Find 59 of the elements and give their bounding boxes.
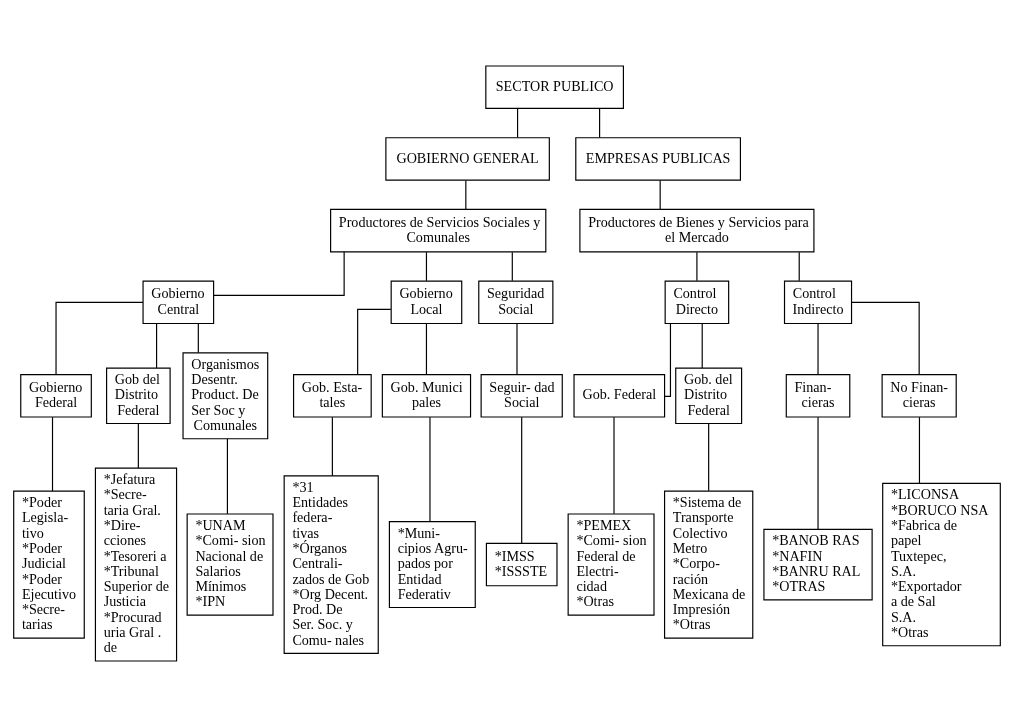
node-box: Gobierno Local bbox=[390, 280, 462, 324]
node-box: *BANOB RAS *NAFIN *BANRU RAL *OTRAS bbox=[762, 528, 873, 600]
node-box: Seguridad Social bbox=[477, 280, 553, 324]
node-box: *Sistema de Transporte Colectivo Metro *Corpo- ración Mexicana de Impresión *Otras bbox=[663, 490, 753, 639]
node-box: Gobierno Central bbox=[141, 280, 214, 324]
node-box: GOBIERNO GENERAL bbox=[384, 136, 550, 181]
connector bbox=[155, 322, 157, 369]
node-box: Productores de Servicios Sociales y Comunales bbox=[329, 208, 546, 252]
node-box: *LICONSA *BORUCO NSA *Fabrica de papel Tuxtepec, S.A. *Exportador a de Sal S.A. *Otras bbox=[881, 482, 1001, 646]
connector bbox=[798, 251, 800, 281]
connector bbox=[197, 322, 199, 353]
connector bbox=[54, 301, 144, 375]
node-box: Gob. Munici pales bbox=[381, 373, 471, 418]
connector bbox=[520, 416, 522, 544]
node-box: No Finan- cieras bbox=[881, 373, 957, 418]
connector bbox=[515, 322, 518, 375]
node-box: Gobierno Federal bbox=[19, 373, 92, 418]
node-box: Gob. del Distrito Federal bbox=[674, 367, 742, 424]
connector bbox=[51, 416, 53, 492]
connector bbox=[464, 179, 466, 210]
connector bbox=[137, 422, 139, 469]
connector bbox=[701, 322, 703, 369]
node-box: SECTOR PUBLICO bbox=[484, 64, 624, 109]
connector bbox=[212, 250, 345, 296]
node-box: Productores de Bienes y Servicios para el Mercado bbox=[578, 208, 814, 252]
connector bbox=[428, 416, 431, 522]
node-box: EMPRESAS PUBLICAS bbox=[574, 136, 741, 181]
connector bbox=[331, 416, 333, 476]
node-box: *Muni- cipios Agru- pados por Entidad Federativ bbox=[388, 520, 476, 608]
connector bbox=[356, 308, 391, 375]
connector bbox=[695, 251, 697, 281]
connector bbox=[598, 107, 600, 138]
node-box: Finan- cieras bbox=[785, 373, 850, 418]
node-box: Control Indirecto bbox=[783, 280, 852, 324]
connector bbox=[816, 416, 819, 530]
connector bbox=[659, 179, 661, 210]
connector bbox=[425, 251, 427, 281]
node-box: *IMSS *ISSSTE bbox=[485, 542, 558, 586]
node-box: Seguir- dad Social bbox=[480, 373, 563, 418]
node-box: *31 Entidades federa- tivas *Órganos Centrali- zados de Gob *Org Decent. Prod. De Ser. Soc. y Comu- nales bbox=[283, 474, 379, 654]
connector bbox=[707, 422, 709, 491]
connector bbox=[511, 251, 513, 281]
node-box: Gob del Distrito Federal bbox=[105, 367, 171, 424]
node-box: *Poder Legisla- tivo *Poder Judicial *Poder Ejecutivo *Secre- tarias bbox=[12, 490, 85, 639]
node-box: Control Directo bbox=[664, 280, 729, 324]
connector bbox=[226, 437, 228, 514]
connector bbox=[425, 322, 427, 375]
connector bbox=[816, 322, 819, 375]
node-box: *UNAM *Comi- sion Nacional de Salarios Mínimos *IPN bbox=[186, 512, 274, 616]
node-box: Gob. Federal bbox=[572, 373, 665, 418]
node-box: Organismos Desentr. Product. De Ser Soc y Comunales bbox=[181, 351, 268, 439]
connector bbox=[516, 107, 518, 138]
connector bbox=[612, 416, 615, 514]
connector bbox=[663, 322, 671, 397]
connector bbox=[850, 301, 920, 375]
node-box: Gob. Esta- tales bbox=[292, 373, 372, 418]
connector bbox=[918, 416, 920, 484]
node-box: *PEMEX *Comi- sion Federal de Electri- cidad *Otras bbox=[567, 512, 655, 616]
node-box: *Jefatura *Secre- taria Gral. *Dire- cciones *Tesoreri a *Tribunal Superior de Justicia *Procurad uria Gral . de bbox=[94, 467, 177, 662]
